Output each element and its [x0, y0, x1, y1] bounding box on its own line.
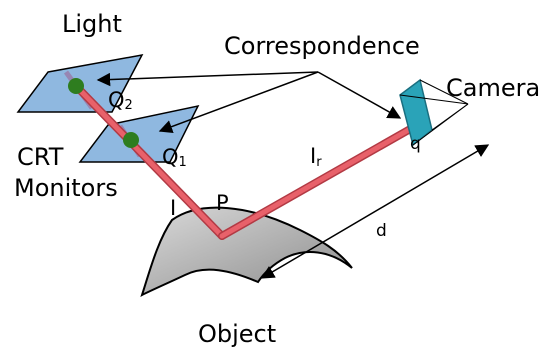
label-camera: Camera — [446, 74, 540, 102]
label-light: Light — [62, 10, 122, 38]
label-p: P — [216, 191, 229, 215]
label-monitors: Monitors — [14, 174, 118, 202]
label-object: Object — [198, 320, 276, 348]
camera-icon — [399, 78, 469, 147]
label-d: d — [376, 221, 387, 241]
correspondence-arrows — [96, 71, 402, 134]
point-q2 — [68, 78, 84, 94]
label-ir: Ir — [310, 144, 322, 170]
distance-arrow — [260, 144, 490, 279]
label-q1: Q1 — [162, 145, 187, 170]
label-crt: CRT — [17, 143, 64, 171]
point-q1 — [123, 132, 139, 148]
reflected-ray — [218, 124, 416, 240]
label-i: I — [170, 196, 176, 220]
label-correspondence: Correspondence — [224, 32, 420, 60]
incident-ray — [72, 82, 226, 240]
label-q: q — [410, 134, 421, 154]
label-q2: Q2 — [108, 88, 133, 113]
